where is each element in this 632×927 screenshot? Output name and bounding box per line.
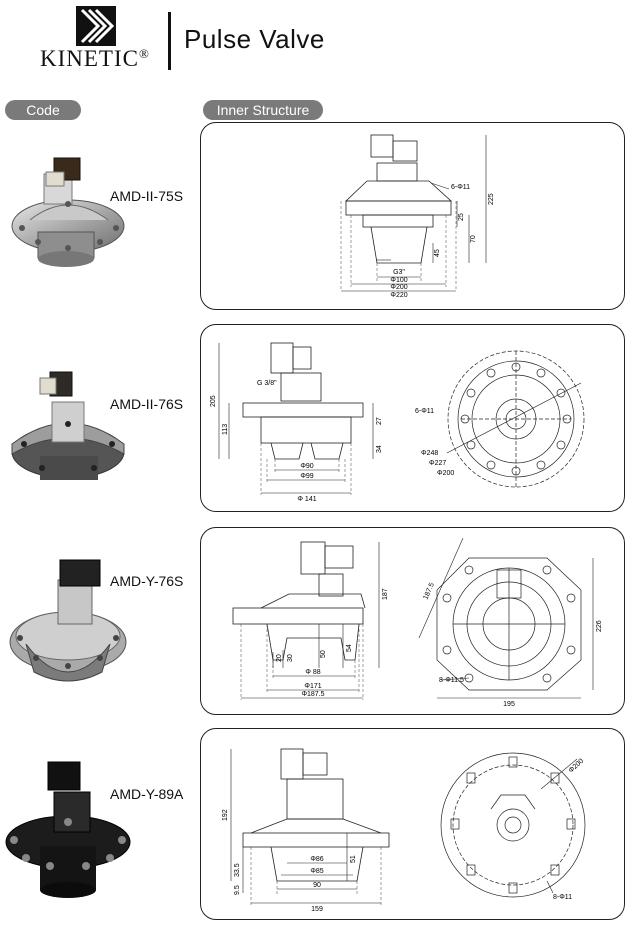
dim-25: 25 — [458, 213, 465, 221]
dim-30: 30 — [287, 654, 294, 662]
header-divider — [168, 12, 171, 70]
dim-g: G3" — [393, 269, 405, 276]
dim-54: 54 — [346, 644, 353, 652]
dim-226: 226 — [596, 620, 603, 632]
dim-192: 192 — [222, 809, 229, 821]
dim-45: 45 — [434, 249, 441, 257]
dim-d1875: Φ187.5 — [301, 691, 324, 698]
inner-structure-panel-amd-y-76s: 187 50 54 30 20 Φ 88 Φ171 Φ187.5 187.5 — [200, 527, 625, 715]
dim-d227: Φ227 — [429, 460, 446, 467]
dim-d248: Φ248 — [421, 450, 438, 457]
dimension-drawing-amd-y-76s: 187 50 54 30 20 Φ 88 Φ171 Φ187.5 187.5 — [232, 537, 603, 708]
valve-photo-amd-y-89a — [5, 761, 131, 898]
dim-195: 195 — [503, 701, 515, 708]
dim-d141: Φ 141 — [297, 496, 316, 503]
dim-225: 225 — [488, 193, 495, 205]
dim-d99: Φ99 — [300, 473, 313, 480]
dim-95: 9.5 — [234, 885, 241, 895]
dim-thread: G 3/8" — [257, 380, 277, 387]
dim-holes: 6-Φ11 — [451, 184, 470, 191]
dim-187: 187 — [382, 588, 389, 600]
dim-d220: Φ220 — [390, 292, 407, 299]
dim-d86: Φ86 — [310, 856, 323, 863]
dim-50: 50 — [320, 650, 327, 658]
dim-holes-y76s: 8-Φ11.5 — [439, 677, 464, 684]
kinetic-logo-icon — [76, 6, 116, 46]
dim-113: 113 — [222, 424, 229, 435]
dim-d90: Φ90 — [300, 463, 313, 470]
model-label-amd-ii-76s: AMD-II-76S — [110, 396, 184, 412]
inner-structure-heading: Inner Structure — [203, 100, 323, 120]
dim-d200: Φ200 — [390, 284, 407, 291]
dim-d100: Φ100 — [390, 277, 407, 284]
model-label-amd-y-89a: AMD-Y-89A — [110, 786, 184, 802]
valve-photo-amd-y-76s — [9, 559, 127, 682]
dim-holes-89a: 8-Φ11 — [553, 894, 572, 901]
valve-photo-amd-ii-75s — [11, 157, 125, 267]
dimension-drawing-amd-y-89a: 192 Φ86 Φ85 90 159 33.5 9.5 51 Φ200 8-Φ1… — [222, 748, 586, 913]
dim-20: 20 — [276, 654, 283, 662]
inner-structure-panel-amd-ii-76s: G 3/8" 205 113 27 34 Φ90 Φ99 Φ 141 6-Φ11… — [200, 324, 625, 512]
model-label-amd-y-76s: AMD-Y-76S — [110, 573, 184, 589]
dim-51: 51 — [350, 855, 357, 863]
model-label-amd-ii-75s: AMD-II-75S — [110, 188, 184, 204]
dim-r1875: 187.5 — [422, 582, 436, 601]
dimension-drawing-amd-ii-75s: G3" Φ100 Φ200 Φ220 6-Φ11 225 25 70 45 — [340, 134, 495, 299]
code-heading: Code — [5, 100, 81, 120]
dim-70: 70 — [470, 235, 477, 243]
dim-27: 27 — [376, 417, 383, 425]
dim-d88: Φ 88 — [305, 669, 320, 676]
brand-name: KINETIC® — [40, 46, 150, 71]
dim-d200-89a: Φ200 — [568, 758, 586, 775]
dim-205: 205 — [210, 395, 217, 407]
inner-structure-panel-amd-ii-75s: G3" Φ100 Φ200 Φ220 6-Φ11 225 25 70 45 — [200, 122, 625, 310]
dim-d171: Φ171 — [304, 683, 321, 690]
dim-holes-76s: 6-Φ11 — [415, 408, 434, 415]
dim-34: 34 — [376, 445, 383, 453]
dim-90: 90 — [313, 882, 321, 889]
inner-structure-panel-amd-y-89a: 192 Φ86 Φ85 90 159 33.5 9.5 51 Φ200 8-Φ1… — [200, 728, 625, 920]
page-title: Pulse Valve — [184, 24, 325, 54]
dim-159: 159 — [311, 906, 323, 913]
dim-d85: Φ85 — [310, 868, 323, 875]
valve-photo-amd-ii-76s — [11, 371, 125, 480]
dim-335: 33.5 — [234, 863, 241, 877]
dimension-drawing-amd-ii-76s: G 3/8" 205 113 27 34 Φ90 Φ99 Φ 141 6-Φ11… — [210, 342, 585, 503]
dim-d200-76s: Φ200 — [437, 470, 454, 477]
